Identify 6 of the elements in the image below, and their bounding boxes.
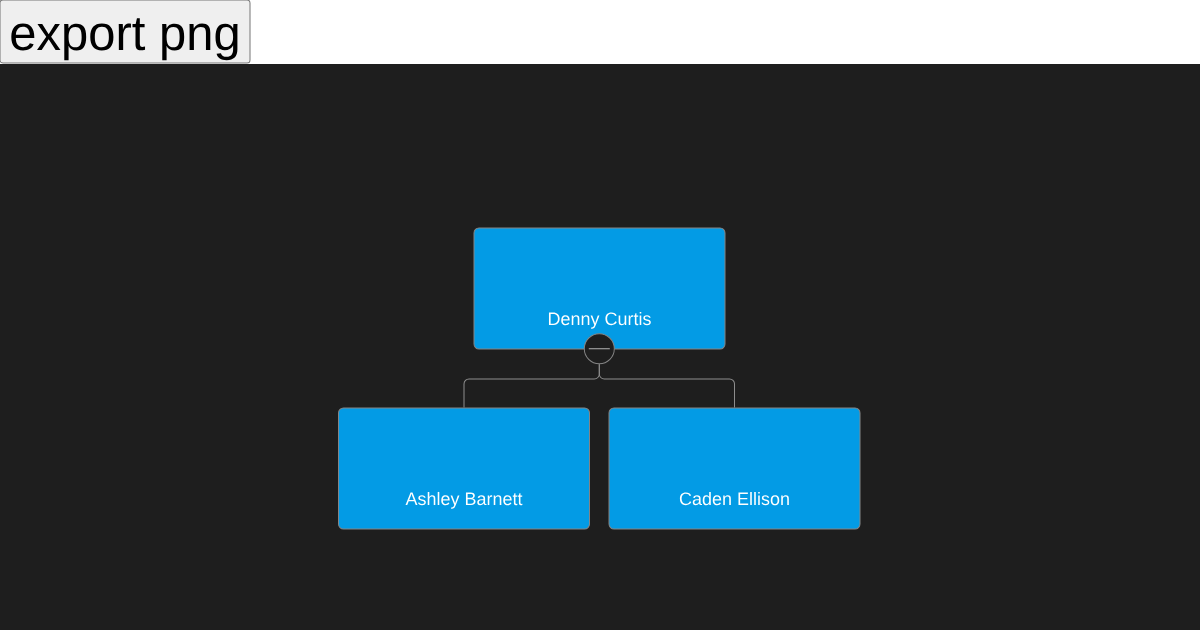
export-button: export png <box>0 0 251 64</box>
connector <box>598 363 735 408</box>
collapse-button <box>583 333 615 365</box>
person-card: Ashley Barnett <box>338 407 590 530</box>
person-card: Denny Curtis <box>473 227 726 350</box>
person-card: Caden Ellison <box>608 407 861 530</box>
